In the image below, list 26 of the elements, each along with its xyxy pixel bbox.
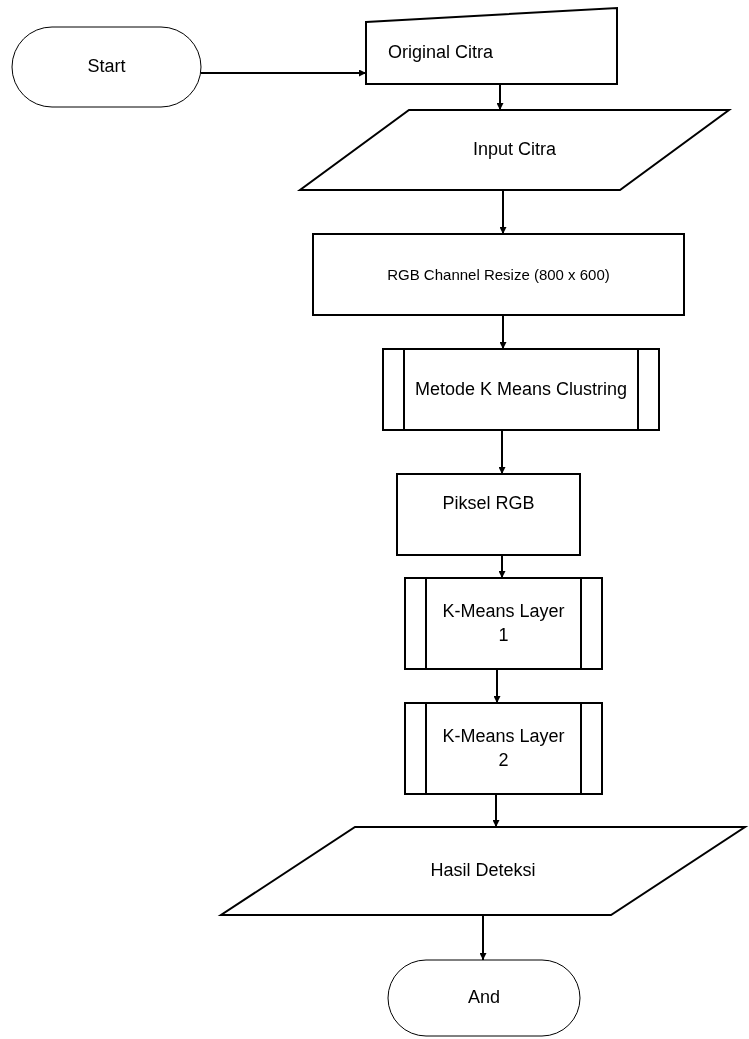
process-box	[313, 234, 684, 315]
predefined-process-box	[405, 703, 602, 794]
node-label: And	[468, 986, 500, 1010]
arrow	[200, 69, 367, 77]
arrow	[498, 429, 506, 475]
arrow	[499, 189, 507, 235]
predefined-process-box	[383, 349, 659, 430]
node-label: Original Citra	[388, 41, 494, 65]
predefined-process-box	[405, 578, 602, 669]
node-label: Start	[87, 55, 126, 79]
node-label: Piksel RGB	[442, 491, 535, 515]
process-box	[397, 474, 580, 555]
input-parallelogram	[300, 110, 729, 190]
arrow	[496, 83, 504, 111]
arrow	[499, 314, 507, 350]
node-label: Metode K Means Clustring	[414, 377, 628, 401]
node-label: Hasil Deteksi	[430, 859, 536, 883]
node-label: K-Means Layer 1	[441, 600, 566, 647]
node-label: Input Citra	[472, 138, 556, 162]
node-label: K-Means Layer 2	[441, 725, 566, 772]
arrow	[498, 554, 506, 579]
arrow	[492, 793, 500, 828]
node-label: RGB Channel Resize (800 x 600)	[387, 264, 610, 285]
manual-input-shape	[366, 8, 617, 84]
arrow	[493, 668, 501, 704]
arrow	[479, 914, 487, 961]
